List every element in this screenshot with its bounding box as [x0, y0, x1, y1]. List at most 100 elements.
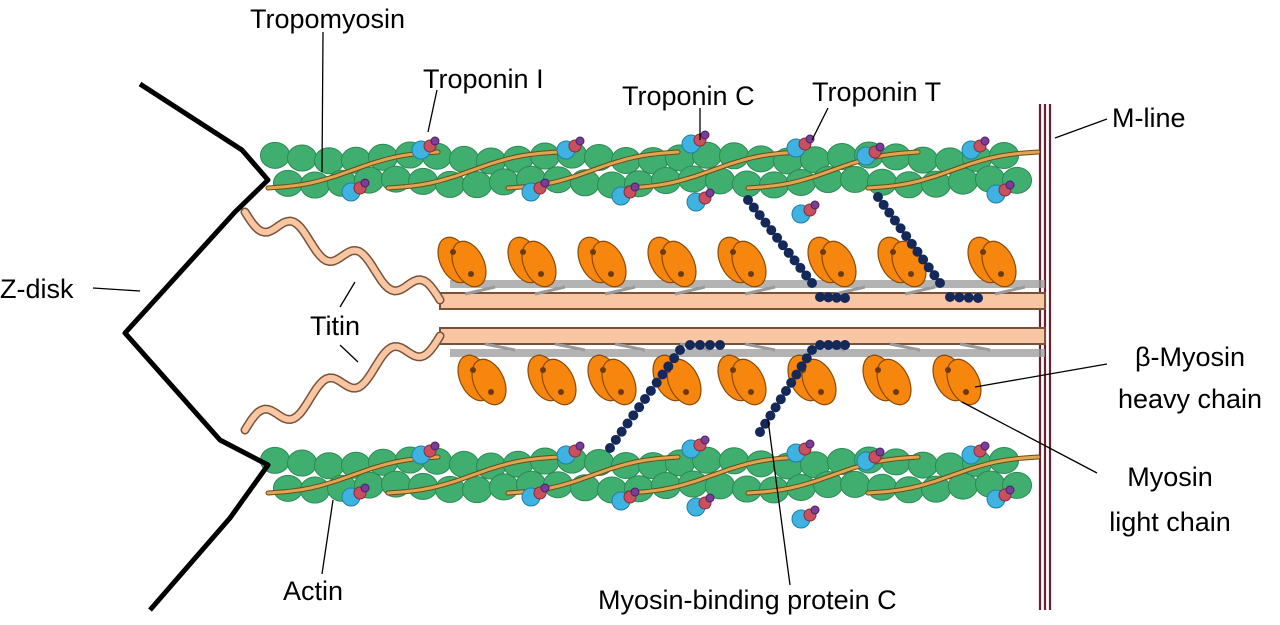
actin-monomer [286, 449, 318, 477]
myosin-light-chain [945, 367, 951, 373]
troponin-t [980, 136, 990, 146]
myosin-head [731, 358, 767, 406]
mybpc-bead [645, 385, 656, 396]
troponin-t [540, 483, 550, 493]
mybpc-bead [918, 254, 929, 265]
mybpc-bead [840, 340, 850, 350]
myosin-light-chain [963, 389, 969, 395]
myosin-binding-protein-c [605, 192, 983, 453]
leader-titin-lower [339, 344, 359, 363]
mybpc-bead [796, 361, 807, 372]
mybpc-bead [616, 426, 627, 437]
myosin-light-chain [820, 249, 826, 255]
mybpc-bead [823, 340, 834, 350]
troponin-t [875, 142, 885, 152]
myosin-head [821, 240, 857, 288]
mybpc-bead [963, 292, 974, 303]
label-leader-lines [92, 31, 1108, 586]
mybpc-bead [831, 292, 842, 303]
myosin-neck [554, 342, 586, 352]
z-disk [122, 81, 271, 612]
tropomyosin-strand [266, 150, 440, 190]
tropomyosin-strand [626, 150, 800, 190]
actin-filament-top [259, 130, 1041, 224]
leader-troponin-t [811, 107, 829, 141]
tropomyosin-strand [866, 150, 1040, 190]
myosin-head [946, 358, 982, 406]
mybpc-bead [685, 340, 695, 350]
myosin-light-chain [748, 389, 754, 395]
mybpc-bead [807, 345, 817, 355]
mybpc-bead [640, 394, 650, 404]
myosin-neck [604, 285, 636, 296]
myosin-neck [959, 342, 991, 352]
troponin-t [805, 439, 815, 449]
tropomyosin-strand [866, 455, 1040, 495]
myosin-neck [614, 342, 646, 352]
mybpc-bead [786, 377, 797, 388]
myosin-head [601, 358, 637, 406]
myosin-light-chain [618, 389, 624, 395]
myosin-light-chain [748, 271, 754, 277]
myosin-neck [534, 285, 566, 296]
myosin-light-chain [540, 367, 546, 373]
mybpc-bead [789, 255, 800, 266]
tropomyosin-strand [746, 150, 920, 190]
mybpc-bead [669, 353, 680, 364]
leader-tropomyosin [321, 31, 324, 173]
mybpc-bead [801, 353, 812, 364]
mybpc-bead [783, 247, 794, 258]
myosin-head [731, 240, 767, 288]
mybpc-bead [912, 246, 923, 257]
mybpc-bead [831, 340, 842, 350]
m-line [1038, 104, 1052, 610]
myosin-neck [834, 285, 866, 296]
label-myosin-light-line1: Myosin [1127, 462, 1213, 492]
troponin-t [430, 441, 440, 451]
mybpc-bead [765, 410, 776, 421]
label-myosin-light-line2: light chain [1109, 507, 1231, 537]
actin-monomer [866, 168, 898, 196]
mybpc-bead [772, 232, 783, 243]
mybpc-bead [815, 292, 825, 302]
myosin-light-chain [890, 249, 896, 255]
mybpc-bead [775, 394, 786, 405]
myosin-light-chain [468, 271, 474, 277]
label-troponin-i: Troponin I [423, 64, 544, 94]
mybpc-bead [777, 240, 788, 251]
actin-filament-bottom [259, 435, 1041, 529]
mybpc-bead [705, 340, 715, 350]
actin-monomer [313, 147, 345, 175]
myosin-head [591, 240, 627, 288]
mybpc-bead [663, 361, 674, 372]
myosin-light-chain [998, 271, 1004, 277]
mybpc-bead [760, 217, 771, 228]
troponin-t [575, 441, 585, 451]
myosin-neck [904, 285, 936, 296]
myosin-light-chain [893, 389, 899, 395]
myosin-light-chain [660, 249, 666, 255]
actin-monomer [866, 473, 898, 501]
myosin-head [451, 240, 487, 288]
actin-monomer [839, 470, 871, 498]
thick-filament [439, 280, 1046, 357]
mybpc-bead [791, 369, 802, 380]
myosin-light-chain [608, 271, 614, 277]
actin-monomer [313, 452, 345, 480]
mybpc-bead [901, 231, 912, 242]
troponin-t [805, 134, 815, 144]
troponin-t [700, 130, 710, 140]
mybpc-bead [801, 270, 812, 281]
leader-troponin-i [427, 89, 438, 133]
myosin-light-chain [875, 367, 881, 373]
myosin-head [541, 358, 577, 406]
leader-myosin-light-chain [961, 401, 1098, 474]
titin-spring [242, 333, 443, 433]
tropomyosin-strand [746, 455, 920, 495]
mybpc-bead [610, 434, 621, 445]
myosin-light-chain [590, 249, 596, 255]
titin [240, 207, 445, 435]
mybpc-bead [628, 410, 639, 421]
troponin-t [980, 441, 990, 451]
myosin-head [471, 358, 507, 406]
